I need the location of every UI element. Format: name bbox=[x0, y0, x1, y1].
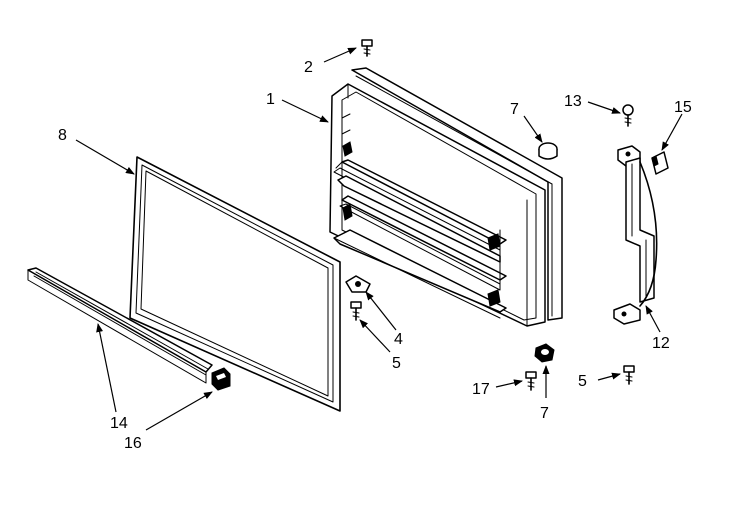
callout-14: 14 bbox=[110, 415, 128, 432]
leader-1 bbox=[281, 99, 329, 123]
leader-5b bbox=[597, 372, 621, 381]
door-handle-part bbox=[613, 145, 658, 325]
leader-13 bbox=[587, 101, 621, 114]
leader-4 bbox=[365, 291, 397, 331]
callout-5a: 5 bbox=[392, 355, 401, 372]
callout-2: 2 bbox=[304, 59, 313, 76]
door-stop-top-part bbox=[538, 142, 558, 160]
plug-15-part bbox=[651, 151, 669, 175]
callout-1: 1 bbox=[266, 91, 275, 108]
screw-right-part bbox=[623, 365, 635, 385]
trim-strip-part bbox=[27, 267, 213, 384]
leader-lines bbox=[75, 47, 683, 431]
callout-5b: 5 bbox=[578, 373, 587, 390]
leader-16 bbox=[145, 391, 213, 431]
callout-17: 17 bbox=[472, 381, 490, 398]
trim-end-cap-part bbox=[211, 367, 231, 391]
leader-8 bbox=[75, 139, 135, 175]
leader-12 bbox=[645, 305, 661, 333]
callout-15: 15 bbox=[674, 99, 692, 116]
callout-labels: 1 2 4 5 5 7 7 8 12 13 14 15 16 17 bbox=[58, 59, 692, 452]
callout-4: 4 bbox=[394, 331, 403, 348]
top-screw-part bbox=[361, 39, 373, 57]
callout-7a: 7 bbox=[510, 101, 519, 118]
door-stop-bottom-part bbox=[534, 343, 555, 363]
leader-7a bbox=[523, 115, 543, 143]
door-liner-part bbox=[329, 67, 563, 327]
callout-13: 13 bbox=[564, 93, 582, 110]
screw-left-part bbox=[350, 301, 362, 321]
leader-5a bbox=[359, 319, 391, 353]
hinge-bushing-part bbox=[345, 275, 371, 293]
door-gasket-part bbox=[129, 156, 341, 412]
leader-2 bbox=[323, 47, 357, 63]
callout-16: 16 bbox=[124, 435, 142, 452]
callout-12: 12 bbox=[652, 335, 670, 352]
screw-13-part bbox=[622, 104, 634, 127]
callout-8: 8 bbox=[58, 127, 67, 144]
callout-7b: 7 bbox=[540, 405, 549, 422]
leader-17 bbox=[495, 379, 523, 388]
screw-17-part bbox=[525, 371, 537, 391]
leader-15 bbox=[661, 113, 683, 151]
leader-14 bbox=[96, 323, 117, 413]
